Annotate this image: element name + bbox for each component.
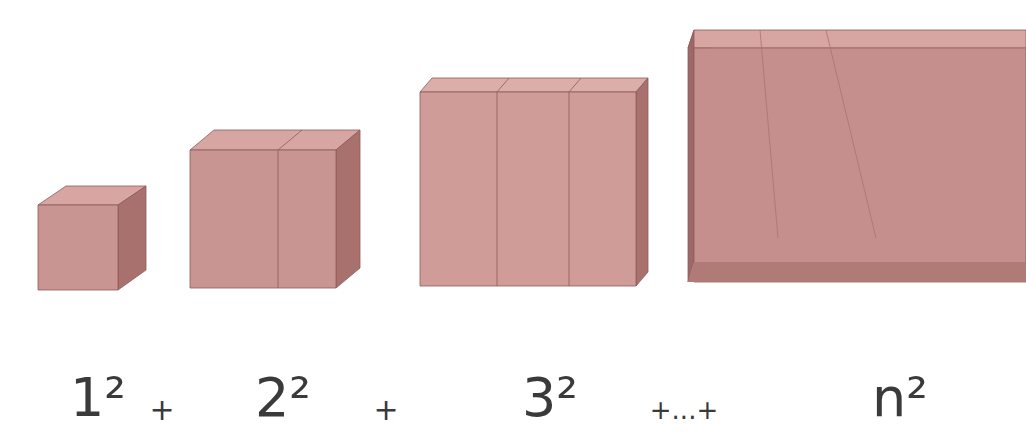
slab-top: [190, 130, 360, 150]
ellipsis-plus: +...+: [650, 397, 718, 423]
column-divider: [826, 30, 876, 238]
cube-side: [118, 186, 146, 290]
term-label: 2²: [255, 371, 311, 425]
column-divider: [569, 92, 570, 286]
slab-bottom-edge: [688, 262, 1026, 282]
term-label: 1²: [70, 371, 126, 425]
column-divider: [497, 78, 509, 92]
term-label: 3²: [522, 371, 578, 425]
slab-side: [636, 78, 648, 286]
term-label: n²: [872, 371, 928, 425]
slab-side: [336, 130, 360, 288]
column-divider: [760, 30, 778, 238]
slab-edge: [710, 48, 1026, 49]
plus-sign: +: [149, 395, 174, 425]
slab-side: [688, 30, 694, 282]
column-divider: [278, 130, 302, 150]
column-divider: [278, 150, 279, 288]
slab-front: [694, 48, 1026, 282]
slab-top: [420, 78, 648, 92]
column-divider: [569, 78, 581, 92]
column-divider: [497, 92, 498, 286]
slab-top: [688, 30, 1026, 48]
cube-front: [38, 205, 118, 290]
slab-front: [190, 150, 336, 288]
plus-sign: +: [373, 395, 398, 425]
slab-front: [420, 92, 636, 286]
